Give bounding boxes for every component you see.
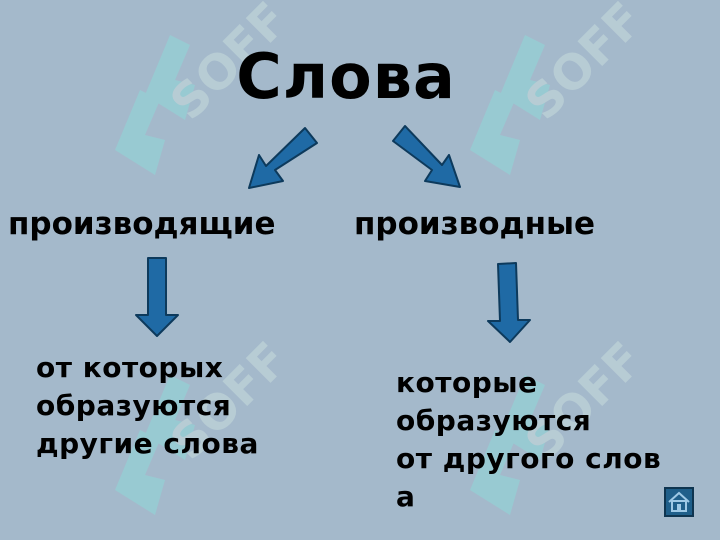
arrow-right-term-to-desc	[487, 262, 531, 343]
watermark-logo-bottom-right: SOFF	[470, 332, 640, 515]
home-icon	[668, 491, 690, 512]
arrow-left-term-to-desc	[135, 257, 179, 337]
arrow-title-to-right	[392, 125, 461, 188]
page-title: Слова	[236, 40, 456, 113]
right-term: производные	[354, 206, 596, 242]
home-button[interactable]	[664, 487, 694, 517]
left-description: от которых образуются другие слова	[36, 351, 259, 460]
watermark-logo-bottom-left: SOFF	[115, 332, 285, 515]
watermark-logo-top-right: SOFF	[470, 0, 640, 175]
right-description: которые образуются от другого слов а	[396, 366, 662, 513]
watermark-logo-top-left: SOFF	[115, 0, 285, 175]
arrow-title-to-left	[248, 127, 318, 189]
left-term: производящие	[8, 206, 276, 242]
